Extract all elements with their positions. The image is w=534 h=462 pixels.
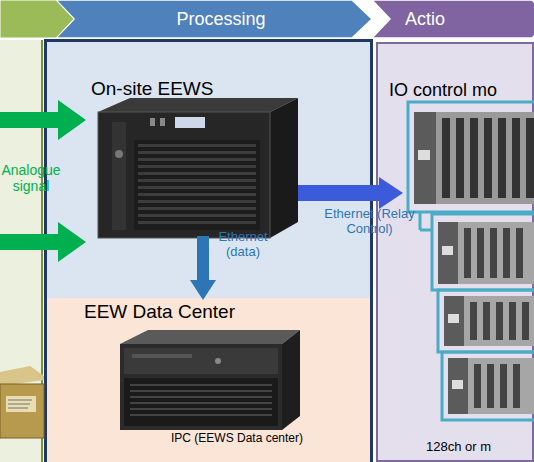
processing-panel: On-site EEWS <box>47 42 370 298</box>
node-title: Processing <box>96 9 346 30</box>
node-title: On-site EEWS <box>91 78 331 100</box>
node-title: EEW Data Center <box>84 301 324 323</box>
chevron-outline <box>56 0 372 38</box>
stage-chevron: Processing <box>56 0 372 38</box>
panel-border <box>41 40 43 462</box>
node-caption: IPC (EEWS Data center) <box>171 432 351 446</box>
edge-label: Ethernet (data) <box>211 230 275 260</box>
stage-chevron: Actio <box>372 0 534 38</box>
edge-label: Ethernet (Relay Control) <box>315 207 425 237</box>
sensor-device <box>0 366 44 438</box>
node-title: IO control mo <box>389 80 534 101</box>
action-panel: IO control mo 128ch or m <box>376 42 534 462</box>
node-caption: 128ch or m <box>426 440 534 455</box>
node-title: Actio <box>405 9 534 30</box>
data-center-panel: EEW Data CenterIPC (EEWS Data center) <box>47 298 370 462</box>
chevron-outline <box>372 0 534 38</box>
input-panel <box>0 40 42 462</box>
panel-border <box>46 41 372 462</box>
chevron-shape <box>372 0 534 38</box>
signal-label: Analogue signal <box>0 162 62 194</box>
